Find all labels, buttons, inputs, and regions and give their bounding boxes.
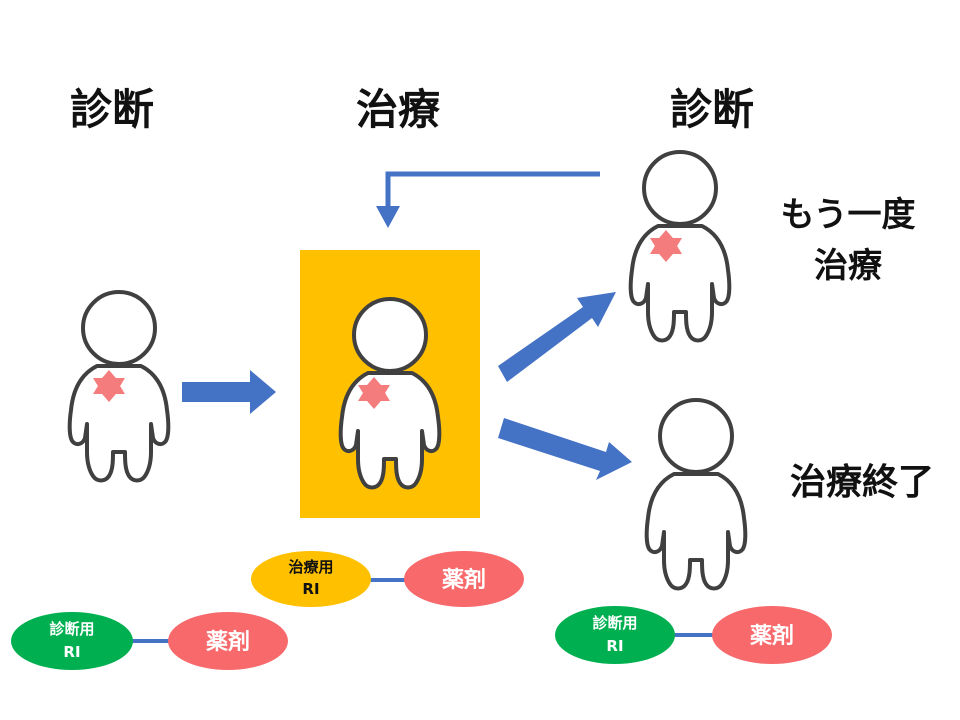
arrow-down-right-icon [498, 418, 632, 480]
therapeutic-ri-label-line2: RI [302, 580, 319, 598]
drug-pill [712, 606, 832, 664]
drug-label: 薬剤 [442, 567, 486, 593]
drug-pill [168, 612, 288, 670]
heading-diagnosis-left: 診断 [70, 85, 154, 134]
heading-diagnosis-right: 診断 [670, 85, 754, 134]
diagnostic-ri-drug-pair-left: 診断用 RI 薬剤 [11, 612, 288, 670]
heading-treatment: 治療 [356, 85, 440, 134]
drug-label: 薬剤 [750, 623, 794, 649]
arrow-diagnosis-to-treatment-icon [182, 370, 276, 414]
diagnostic-ri-pill [555, 606, 675, 664]
diagnostic-ri-label-line2: RI [606, 637, 623, 655]
patient-needs-retreatment [628, 150, 732, 343]
treatment-complete-label: 治療終了 [790, 462, 934, 503]
therapeutic-ri-pill [251, 551, 371, 607]
therapeutic-ri-label-line1: 治療用 [288, 558, 333, 576]
diagnostic-ri-label-line2: RI [63, 643, 80, 661]
diagnostic-ri-drug-pair-right: 診断用 RI 薬剤 [555, 606, 832, 664]
return-arrow-icon [376, 171, 600, 228]
arrow-up-right-icon [498, 292, 616, 382]
drug-label: 薬剤 [206, 629, 250, 655]
retreat-label-line2: 治療 [814, 246, 883, 286]
patient-treatment-complete [644, 398, 748, 591]
therapeutic-ri-drug-pair: 治療用 RI 薬剤 [251, 551, 524, 607]
diagnostic-ri-label-line1: 診断用 [592, 614, 637, 632]
drug-pill [404, 551, 524, 607]
diagnostic-ri-pill [11, 612, 133, 670]
retreat-label-line1: もう一度 [781, 195, 916, 235]
patient-before-diagnosis [67, 290, 171, 483]
diagnostic-ri-label-line1: 診断用 [49, 620, 94, 638]
